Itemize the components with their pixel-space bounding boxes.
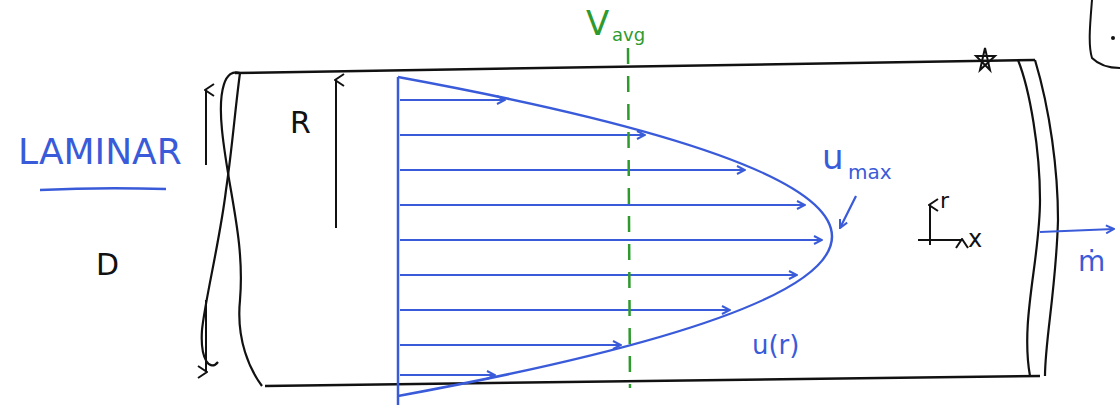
profile-label: u(r) [752, 332, 799, 358]
star-mark [976, 48, 995, 70]
pipe-break [221, 72, 262, 386]
corner-box [1090, 0, 1120, 68]
dimension-label: R [290, 108, 311, 138]
dot [1111, 36, 1115, 40]
axis-label: r [940, 190, 949, 212]
pipe-break [202, 73, 240, 365]
underline [40, 188, 166, 190]
axis-arrow [918, 239, 962, 241]
diameter-arrow [205, 300, 207, 372]
leader-line [840, 196, 856, 228]
mass-flow-label: ṁ [1078, 248, 1105, 276]
pipe-wall [265, 376, 1040, 386]
pipe-break [1018, 60, 1040, 376]
diameter-arrow [205, 90, 207, 165]
pipe-wall [235, 60, 1035, 73]
velocity-arrows [400, 100, 822, 375]
axis-label: x [968, 227, 982, 251]
mass-flow-arrow [1040, 229, 1114, 232]
flow-type-label: LAMINAR [18, 134, 182, 170]
subscript-label: max [848, 162, 892, 182]
symbol-label: u [822, 140, 844, 174]
pipe-break [1035, 60, 1058, 376]
symbol-label: V [586, 6, 609, 40]
radius-arrow [335, 80, 337, 228]
dimension-label: D [96, 250, 119, 280]
subscript-label: avg [612, 26, 645, 44]
velocity-profile [398, 77, 832, 396]
profile-base [397, 77, 400, 405]
average-velocity-line [628, 48, 630, 388]
